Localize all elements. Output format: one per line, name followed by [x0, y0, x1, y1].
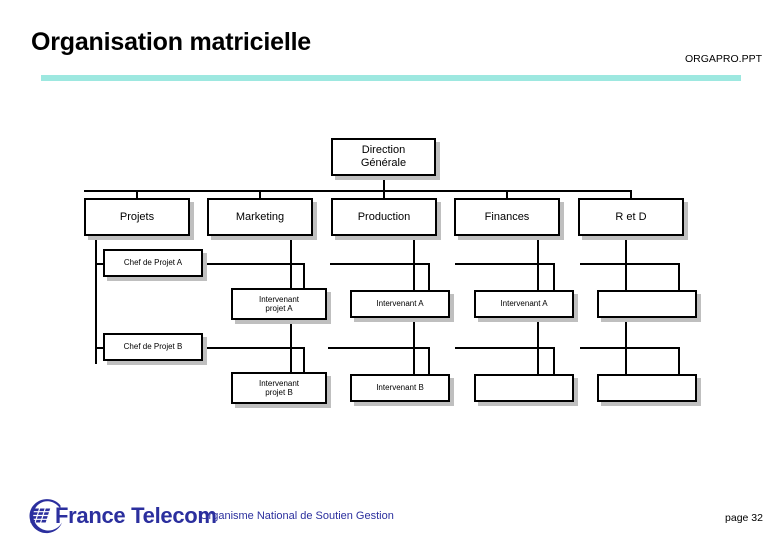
node-label: Direction Générale: [360, 144, 407, 169]
node-label: Projets: [119, 210, 155, 223]
node-intervenant-b-finances[interactable]: [474, 374, 574, 402]
connector-a-seg-2: [330, 263, 430, 265]
node-label: Chef de Projet B: [123, 342, 183, 352]
connector-dg-stem: [383, 176, 385, 198]
node-label: Intervenant B: [376, 383, 424, 393]
connector-dept-bus: [84, 190, 631, 192]
connector-bus-retd: [630, 190, 632, 199]
node-chef-de-projet-b[interactable]: Chef de Projet B: [103, 333, 203, 361]
connector-bus-finances: [506, 190, 508, 199]
connector-b-drop-finances: [553, 347, 555, 374]
node-projets[interactable]: Projets: [84, 198, 190, 236]
connector-a-left-stub: [95, 263, 103, 265]
connector-bus-projets: [136, 190, 138, 199]
connector-a-drop-finances: [553, 263, 555, 290]
connector-b-seg-3: [455, 347, 555, 349]
node-intervenant-a-production[interactable]: Intervenant A: [350, 290, 450, 318]
node-label: Intervenant projet B: [258, 378, 300, 397]
connector-a-seg-1: [200, 263, 305, 265]
title-divider: [41, 75, 741, 81]
node-r-et-d[interactable]: R et D: [578, 198, 684, 236]
node-marketing[interactable]: Marketing: [207, 198, 313, 236]
node-intervenant-b-production[interactable]: Intervenant B: [350, 374, 450, 402]
node-label: Intervenant A: [376, 299, 424, 309]
connector-a-drop-production: [428, 263, 430, 290]
node-label: Finances: [484, 210, 530, 223]
node-label: R et D: [615, 210, 647, 223]
connector-b-left-stub: [95, 347, 103, 349]
connector-bus-production: [383, 190, 385, 199]
connector-a-drop-marketing: [303, 263, 305, 290]
node-label: Production: [357, 210, 411, 223]
file-tag: ORGAPRO.PPT: [684, 53, 762, 65]
connector-b-seg-2: [328, 347, 430, 349]
page-number: page 32: [725, 512, 763, 524]
page-title: Organisation matricielle: [31, 28, 312, 56]
node-intervenant-projet-b[interactable]: Intervenant projet B: [231, 372, 327, 404]
node-production[interactable]: Production: [331, 198, 437, 236]
node-finances[interactable]: Finances: [454, 198, 560, 236]
node-intervenant-a-finances[interactable]: Intervenant A: [474, 290, 574, 318]
connector-b-drop-production: [428, 347, 430, 374]
connector-b-drop-marketing: [303, 347, 305, 374]
node-chef-de-projet-a[interactable]: Chef de Projet A: [103, 249, 203, 277]
node-intervenant-projet-a[interactable]: Intervenant projet A: [231, 288, 327, 320]
node-label: Intervenant projet A: [258, 294, 300, 313]
footer-brand: France Telecom: [55, 503, 217, 528]
connector-a-drop-retd: [678, 263, 680, 290]
node-intervenant-a-retd[interactable]: [597, 290, 697, 318]
connector-b-drop-retd: [678, 347, 680, 374]
node-label: Intervenant A: [500, 299, 548, 309]
connector-b-seg-4: [580, 347, 680, 349]
node-label: Marketing: [235, 210, 285, 223]
france-telecom-swoosh-icon: [29, 499, 62, 534]
node-intervenant-b-retd[interactable]: [597, 374, 697, 402]
spine-projets: [95, 236, 97, 364]
connector-a-seg-3: [455, 263, 555, 265]
connector-b-seg-1: [198, 347, 305, 349]
footer-subtitle: Organisme National de Soutien Gestion: [200, 510, 394, 522]
connector-a-seg-4: [580, 263, 680, 265]
connector-bus-marketing: [259, 190, 261, 199]
node-label: Chef de Projet A: [123, 258, 183, 268]
node-direction-generale[interactable]: Direction Générale: [331, 138, 436, 176]
